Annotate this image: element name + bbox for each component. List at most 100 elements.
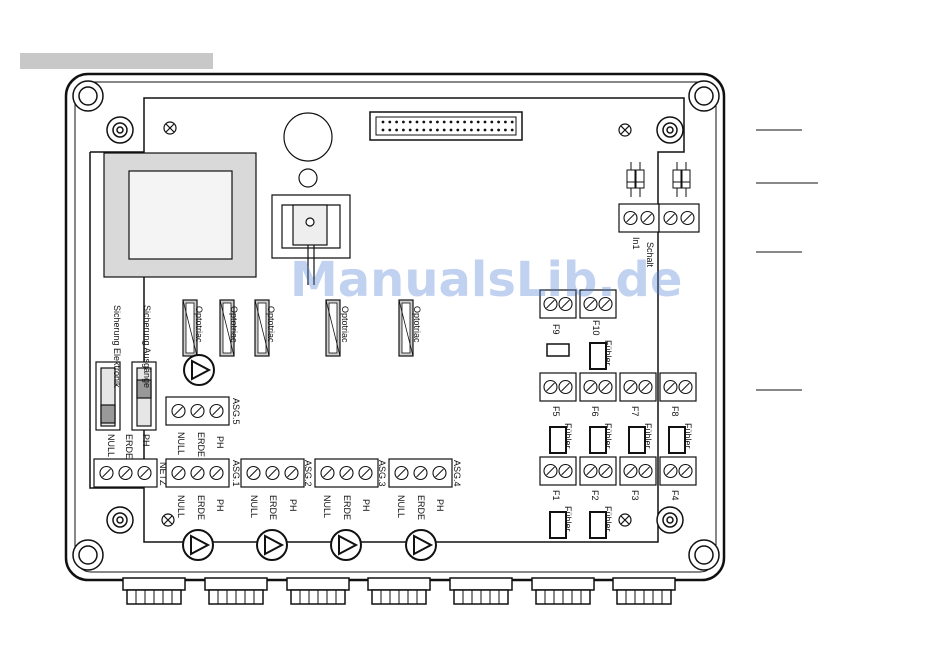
- optotriac-2: [219, 299, 235, 357]
- netz-null-label: NULL: [106, 434, 116, 457]
- asg3-erde-label: ERDE: [342, 495, 352, 520]
- sensor-box-6: [589, 511, 607, 539]
- asg1-label: ASG.1: [231, 460, 241, 487]
- asg1-erde-label: ERDE: [196, 495, 206, 520]
- sicherung-ausgaenge-label: Sicherung Ausgänge: [142, 305, 152, 388]
- terminal-f5: [539, 372, 577, 402]
- asg5-ph-label: PH: [215, 436, 225, 449]
- header-bar: [20, 53, 213, 69]
- terminal-asg5: [165, 396, 230, 426]
- sicherung-elektronik-label: Sicherung Elektronik: [112, 305, 122, 388]
- f6-label: F6: [590, 406, 600, 417]
- terminal-schalt: [658, 203, 700, 233]
- x-holes: [161, 121, 632, 527]
- terminal-asg4: [388, 458, 453, 488]
- sensor-box-7: [589, 342, 607, 370]
- f3-label: F3: [630, 490, 640, 501]
- sensor-box-2: [589, 426, 607, 454]
- asg5-erde-label: ERDE: [196, 432, 206, 457]
- terminal-f1: [539, 456, 577, 486]
- asg2-null-label: NULL: [249, 495, 259, 518]
- cable-gland-5: [449, 577, 513, 605]
- terminal-f10: [579, 289, 617, 319]
- fuse-holders: [95, 361, 157, 431]
- optotriac-4: [325, 299, 341, 357]
- netz-label: NETZ: [158, 462, 168, 486]
- legend-lines: [756, 129, 818, 391]
- f5-label: F5: [551, 406, 561, 417]
- terminal-f4: [659, 456, 697, 486]
- f9-label: F9: [551, 324, 561, 335]
- transformer: [103, 152, 257, 278]
- corner-screws: [72, 80, 720, 571]
- optotriac-2-label: Optotriac: [229, 306, 239, 343]
- f5-fuehler-label: Fühler: [563, 423, 573, 449]
- asg5-label: ASG.5: [231, 398, 241, 425]
- terminal-f3: [619, 456, 657, 486]
- ribbon-connector: [369, 111, 523, 141]
- cable-gland-3: [286, 577, 350, 605]
- asg1-null-label: NULL: [176, 495, 186, 518]
- cable-gland-7: [612, 577, 676, 605]
- screw-top-right: [688, 80, 720, 112]
- f7-label: F7: [630, 406, 640, 417]
- cable-gland-1: [122, 577, 186, 605]
- f2-label: F2: [590, 490, 600, 501]
- screw-top-left: [72, 80, 104, 112]
- optotriacs: [182, 299, 414, 357]
- terminal-f7: [619, 372, 657, 402]
- relay-asg5: [183, 354, 215, 386]
- sensor-box-1: [549, 426, 567, 454]
- asg4-null-label: NULL: [396, 495, 406, 518]
- f4-label: F4: [670, 490, 680, 501]
- f10-label: F10: [591, 320, 601, 336]
- asg3-null-label: NULL: [322, 495, 332, 518]
- f10-fuehler-label: Fühler: [603, 340, 613, 366]
- optotriac-5-label: Optotriac: [412, 306, 422, 343]
- netz-erde-label: ERDE: [124, 434, 134, 459]
- f2-fuehler-label: Fühler: [603, 506, 613, 532]
- asg2-erde-label: ERDE: [268, 495, 278, 520]
- terminal-netz: [93, 458, 158, 488]
- terminal-asg2: [240, 458, 305, 488]
- optotriac-1-label: Optotriac: [194, 306, 204, 343]
- asg2-ph-label: PH: [288, 499, 298, 512]
- schalt-label: Schalt: [645, 242, 655, 268]
- f9-resistor: [546, 343, 570, 357]
- cable-gland-6: [531, 577, 595, 605]
- terminal-asg1: [165, 458, 230, 488]
- board-screws: [106, 116, 684, 534]
- terminal-f9: [539, 289, 577, 319]
- f6-fuehler-label: Fühler: [603, 423, 613, 449]
- asg1-ph-label: PH: [215, 499, 225, 512]
- f8-label: F8: [670, 406, 680, 417]
- terminal-f8: [659, 372, 697, 402]
- cable-gland-4: [367, 577, 431, 605]
- screw-bottom-left: [72, 539, 104, 571]
- cable-gland-2: [204, 577, 268, 605]
- asg2-label: ASG.2: [303, 460, 313, 487]
- asg3-label: ASG.3: [377, 460, 387, 487]
- f1-label: F1: [551, 490, 561, 501]
- terminal-f6: [579, 372, 617, 402]
- netz-ph-label: PH: [141, 434, 151, 447]
- asg4-erde-label: ERDE: [416, 495, 426, 520]
- cable-glands: [122, 577, 676, 605]
- watermark: ManualsLib.de: [290, 252, 682, 308]
- sensor-box-5: [549, 511, 567, 539]
- terminal-f2: [579, 456, 617, 486]
- asg4-label: ASG.4: [452, 460, 462, 487]
- terminal-in1: [618, 203, 660, 233]
- relay-asg3: [330, 529, 362, 561]
- optotriac-3-label: Optotriac: [266, 306, 276, 343]
- relay-asg4: [405, 529, 437, 561]
- buzzer: [283, 112, 333, 188]
- in1-label: In1: [631, 237, 641, 250]
- asg5-null-label: NULL: [176, 432, 186, 455]
- f1-fuehler-label: Fühler: [563, 506, 573, 532]
- diodes: [626, 162, 691, 197]
- optotriac-3: [254, 299, 270, 357]
- relay-asg1: [182, 529, 214, 561]
- relay-asg2: [256, 529, 288, 561]
